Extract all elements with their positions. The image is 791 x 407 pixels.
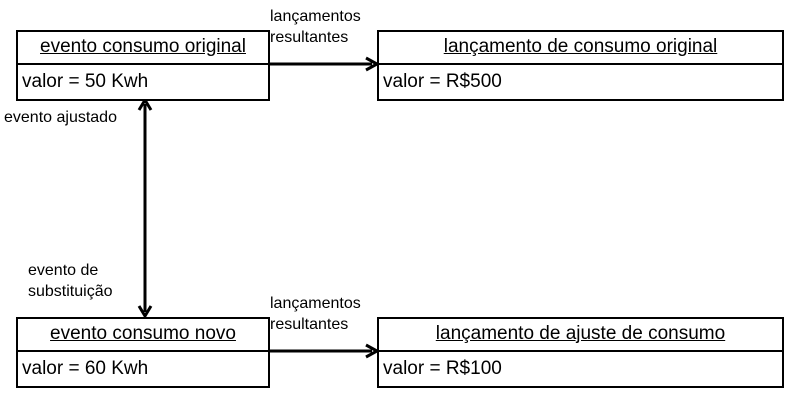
label-substitution-event: evento de substituição — [28, 260, 113, 302]
label-line: resultantes — [270, 29, 349, 46]
box-title: evento consumo novo — [18, 319, 268, 352]
label-line: lançamentos — [270, 295, 361, 312]
label-line: lançamentos — [270, 8, 361, 25]
label-line: resultantes — [270, 316, 349, 333]
label-adjusted-event: evento ajustado — [4, 107, 117, 128]
box-original-consumption-posting: lançamento de consumo original valor = R… — [377, 30, 784, 101]
label-line: evento de — [28, 262, 99, 279]
box-value: valor = R$500 — [383, 71, 502, 92]
arrowhead-down — [137, 305, 153, 319]
box-title: lançamento de ajuste de consumo — [379, 319, 782, 352]
box-new-consumption-event: evento consumo novo valor = 60 Kwh — [16, 317, 270, 388]
box-title: lançamento de consumo original — [379, 32, 782, 65]
box-title: evento consumo original — [18, 32, 268, 65]
label-line: evento ajustado — [4, 109, 117, 126]
label-line: substituição — [28, 283, 113, 300]
label-resulting-bottom: lançamentos resultantes — [270, 293, 361, 335]
box-original-consumption-event: evento consumo original valor = 50 Kwh — [16, 30, 270, 101]
box-value: valor = 60 Kwh — [22, 358, 149, 379]
box-value: valor = R$100 — [383, 358, 502, 379]
box-adjustment-posting: lançamento de ajuste de consumo valor = … — [377, 317, 784, 388]
label-resulting-top: lançamentos resultantes — [270, 6, 361, 48]
box-value: valor = 50 Kwh — [22, 71, 149, 92]
